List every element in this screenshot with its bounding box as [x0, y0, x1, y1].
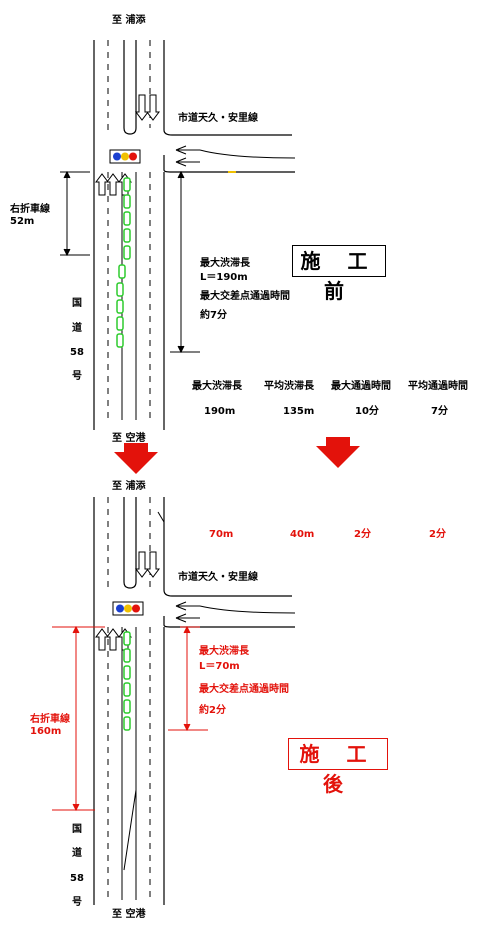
after-max-queue-title: 最大渋滞長: [199, 644, 250, 657]
south-destination-label-after: 至 空港: [112, 907, 146, 920]
svg-text:道: 道: [72, 846, 82, 859]
svg-text:号: 号: [72, 370, 82, 382]
comparison-header: 平均渋滞長: [264, 379, 315, 392]
before-crossroad-lanes: [175, 145, 296, 167]
transition-arrows: [114, 437, 360, 474]
comparison-after-value: 40m: [290, 529, 314, 540]
comparison-before-value: 190m: [204, 406, 235, 417]
svg-text:道: 道: [72, 321, 82, 334]
svg-text:58: 58: [70, 873, 84, 884]
before-panel: [60, 40, 296, 430]
comparison-after-values: 70m 40m 2分 2分: [209, 527, 446, 540]
svg-text:国: 国: [72, 297, 82, 309]
comparison-after-value: 2分: [429, 527, 446, 540]
after-max-pass-value: 約2分: [199, 703, 226, 716]
after-panel: [52, 497, 296, 905]
before-construction-label: 施 工 前: [300, 249, 378, 303]
comparison-header: 平均通過時間: [408, 379, 468, 392]
highway-label-after: 国 道 58 号: [70, 823, 84, 908]
before-lane-dashes: [107, 40, 151, 420]
comparison-after-value: 70m: [209, 529, 233, 540]
comparison-headers: 最大渋滞長 平均渋滞長 最大通過時間 平均通過時間: [192, 379, 468, 392]
after-crossroad-lanes: [175, 601, 296, 623]
before-queue-dimension: [170, 170, 200, 354]
after-construction-label: 施 工 後: [299, 742, 377, 796]
after-construction-box: 施 工 後: [288, 738, 388, 796]
svg-text:国: 国: [72, 823, 82, 835]
after-queue-dimension: [168, 625, 208, 732]
before-max-queue-title: 最大渋滞長: [200, 256, 251, 269]
after-turnlane-label: 右折車線: [29, 712, 70, 725]
svg-text:58: 58: [70, 347, 84, 358]
south-destination-label-before: 至 空港: [112, 431, 146, 444]
after-max-queue-value: L＝70m: [199, 661, 240, 672]
before-road-edges: [93, 40, 295, 430]
after-southbound-arrows: [135, 551, 160, 578]
north-destination-label-after: 至 浦添: [112, 479, 146, 492]
before-turnlane-label: 右折車線: [9, 202, 50, 215]
after-turnlane-length: 160m: [30, 726, 61, 737]
before-queue-cars: [116, 177, 131, 348]
before-turnlane-dimension: [60, 170, 90, 257]
after-turnlane-dimension: [52, 625, 105, 812]
before-construction-box: 施 工 前: [292, 245, 386, 303]
north-destination-label-before: 至 浦添: [112, 13, 146, 26]
cross-road-name-before: 市道天久・安里線: [178, 111, 258, 124]
comparison-before-values: 190m 135m 10分 7分: [204, 404, 448, 417]
cross-road-name-after: 市道天久・安里線: [178, 570, 258, 583]
before-turnlane-length: 52m: [10, 216, 34, 227]
after-queue-cars: [123, 631, 131, 731]
after-max-pass-title: 最大交差点通過時間: [199, 682, 289, 695]
comparison-header: 最大渋滞長: [192, 379, 243, 392]
comparison-after-value: 2分: [354, 527, 371, 540]
before-max-queue-value: L＝190m: [200, 272, 248, 283]
before-max-pass-value: 約7分: [200, 308, 227, 321]
before-max-pass-title: 最大交差点通過時間: [200, 289, 290, 302]
before-southbound-arrows: [135, 94, 160, 121]
comparison-header: 最大通過時間: [331, 379, 391, 392]
after-traffic-signal: [112, 601, 144, 616]
comparison-before-value: 7分: [431, 404, 448, 417]
highway-label-before: 国 道 58 号: [70, 297, 84, 382]
before-traffic-signal: [109, 149, 141, 164]
svg-text:号: 号: [72, 896, 82, 908]
comparison-before-value: 135m: [283, 406, 314, 417]
comparison-before-value: 10分: [355, 404, 379, 417]
after-road-edges: [93, 497, 295, 905]
